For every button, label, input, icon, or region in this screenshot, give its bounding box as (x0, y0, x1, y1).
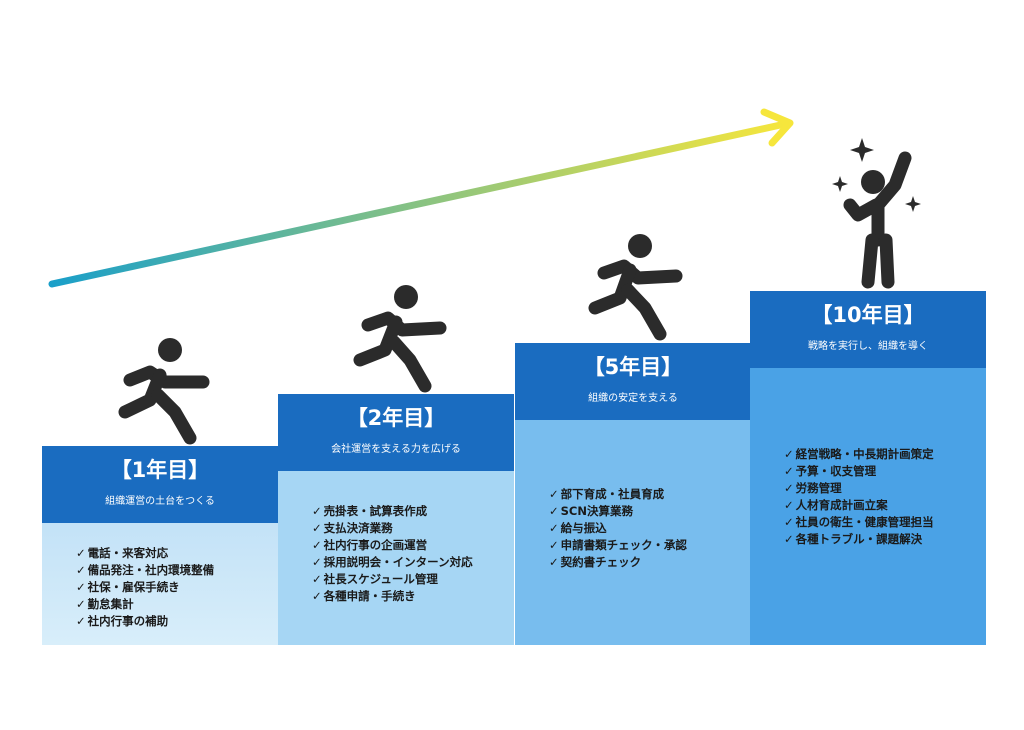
task-item: 社長スケジュール管理 (312, 571, 514, 588)
celebrating-person-icon (843, 151, 912, 289)
step-subtitle: 組織の安定を支える (588, 393, 678, 404)
step-year-1: 【1年目】 組織運営の土台をつくる 電話・来客対応 備品発注・社内環境整備 社保… (42, 446, 278, 645)
step-year-2: 【2年目】 会社運営を支える力を広げる 売掛表・試算表作成 支払決済業務 社内行… (278, 394, 514, 645)
step-year: 【5年目】 (583, 355, 683, 379)
task-item: 社内行事の企画運営 (312, 537, 514, 554)
task-item: 労務管理 (784, 480, 986, 497)
step-year: 【10年目】 (811, 303, 925, 327)
step-tasks: 電話・来客対応 備品発注・社内環境整備 社保・雇保手続き 勤怠集計 社内行事の補… (42, 523, 278, 645)
task-item: 部下育成・社員育成 (549, 486, 751, 503)
step-subtitle: 会社運営を支える力を広げる (331, 444, 461, 455)
task-item: 勤怠集計 (76, 596, 278, 613)
task-item: 社員の衛生・健康管理担当 (784, 514, 986, 531)
task-item: 支払決済業務 (312, 520, 514, 537)
step-year-10: 【10年目】 戦略を実行し、組織を導く 経営戦略・中長期計画策定 予算・収支管理… (750, 291, 986, 645)
task-item: 給与振込 (549, 520, 751, 537)
growth-arrow-icon (48, 108, 794, 288)
step-header: 【5年目】 組織の安定を支える (515, 343, 751, 420)
step-year-5: 【5年目】 組織の安定を支える 部下育成・社員育成 SCN決算業務 給与振込 申… (515, 343, 751, 645)
step-header: 【1年目】 組織運営の土台をつくる (42, 446, 278, 523)
runner-icon-1 (118, 338, 210, 445)
task-item: 社保・雇保手続き (76, 579, 278, 596)
task-item: 人材育成計画立案 (784, 497, 986, 514)
task-item: 申請書類チェック・承認 (549, 537, 751, 554)
task-item: 経営戦略・中長期計画策定 (784, 446, 986, 463)
task-item: 予算・収支管理 (784, 463, 986, 480)
step-header: 【10年目】 戦略を実行し、組織を導く (750, 291, 986, 368)
step-subtitle: 組織運営の土台をつくる (105, 496, 215, 507)
task-item: 電話・来客対応 (76, 545, 278, 562)
task-item: 採用説明会・インターン対応 (312, 554, 514, 571)
step-header: 【2年目】 会社運営を支える力を広げる (278, 394, 514, 471)
task-item: SCN決算業務 (549, 503, 751, 520)
task-item: 契約書チェック (549, 554, 751, 571)
task-item: 売掛表・試算表作成 (312, 503, 514, 520)
task-item: 各種申請・手続き (312, 588, 514, 605)
task-item: 各種トラブル・課題解決 (784, 531, 986, 548)
step-tasks: 経営戦略・中長期計画策定 予算・収支管理 労務管理 人材育成計画立案 社員の衛生… (750, 368, 986, 645)
runner-icon-2 (353, 285, 447, 393)
runner-icon-3 (588, 234, 683, 341)
task-item: 社内行事の補助 (76, 613, 278, 630)
step-tasks: 売掛表・試算表作成 支払決済業務 社内行事の企画運営 採用説明会・インターン対応… (278, 471, 514, 645)
step-year: 【1年目】 (110, 458, 210, 482)
step-year: 【2年目】 (346, 406, 446, 430)
step-subtitle: 戦略を実行し、組織を導く (808, 341, 928, 352)
step-tasks: 部下育成・社員育成 SCN決算業務 給与振込 申請書類チェック・承認 契約書チェ… (515, 420, 751, 645)
sparkle-icons (832, 138, 921, 212)
task-item: 備品発注・社内環境整備 (76, 562, 278, 579)
